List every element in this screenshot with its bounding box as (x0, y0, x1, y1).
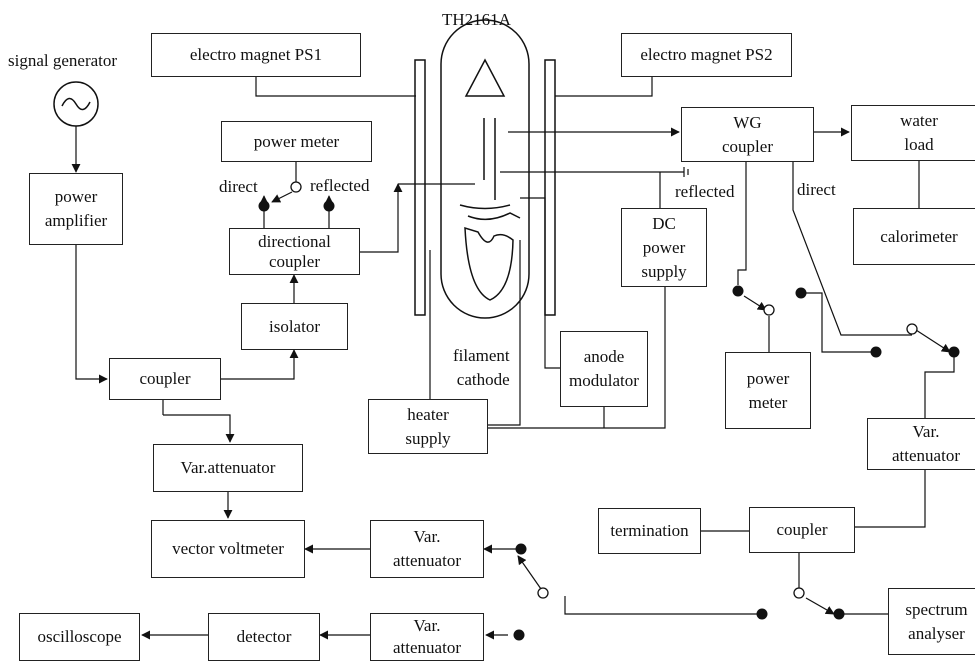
filament-cathode-label: filament cathode (453, 346, 510, 389)
var-attenuator-top-box: Var.attenuator (153, 444, 303, 492)
oscilloscope-box: oscilloscope (19, 613, 140, 661)
anode-modulator-box: anode modulator (560, 331, 648, 407)
terminal-spectrum (833, 608, 845, 620)
terminal-reflected-left (323, 200, 335, 212)
power-meter-right-box: power meter (725, 352, 811, 429)
calorimeter-box: calorimeter (853, 208, 975, 265)
switch-pivot-mid (537, 587, 549, 599)
wires (71, 77, 955, 640)
heater-supply-box: heater supply (368, 399, 488, 454)
terminal-wg-reflected (732, 285, 744, 297)
electro-magnet-ps1-box: electro magnet PS1 (151, 33, 361, 77)
terminal-var-mid (515, 543, 527, 555)
reflected-right-label: reflected (675, 182, 735, 201)
diagram-title: TH2161A (442, 10, 511, 29)
vector-voltmeter-box: vector voltmeter (151, 520, 305, 578)
spectrum-analyser-box: spectrum analyser (888, 588, 975, 655)
signal-source-icon (53, 81, 99, 127)
var-attenuator-right-box: Var. attenuator (867, 418, 975, 470)
terminal-right-a (870, 346, 882, 358)
terminal-wg-direct (795, 287, 807, 299)
directional-coupler-box: directional coupler (229, 228, 360, 275)
switch-pivots (290, 181, 918, 599)
dc-power-supply-box: DC power supply (621, 208, 707, 287)
magnet-pole-right (544, 59, 556, 316)
detector-box: detector (208, 613, 320, 661)
signal-generator-label: signal generator (8, 51, 118, 70)
tube-th2161a (414, 19, 556, 319)
termination-box: termination (598, 508, 701, 554)
reflected-left-label: reflected (310, 176, 370, 195)
switch-pivot-right (906, 323, 918, 335)
coupler-right-box: coupler (749, 507, 855, 553)
wg-coupler-box: WG coupler (681, 107, 814, 162)
water-load-box: water load (851, 105, 975, 161)
collector-triangle (464, 58, 506, 97)
switch-pivot-wg (763, 304, 775, 316)
terminal-spectrum-link (756, 608, 768, 620)
switch-pivot-coupler (793, 587, 805, 599)
direct-right-label: direct (797, 180, 836, 199)
cathode (464, 226, 514, 301)
terminal-var-bottom (513, 629, 525, 641)
power-meter-left-box: power meter (221, 121, 372, 162)
terminals (258, 200, 960, 641)
coupler-left-box: coupler (109, 358, 221, 400)
electro-magnet-ps2-box: electro magnet PS2 (621, 33, 792, 77)
isolator-box: isolator (241, 303, 348, 350)
direct-left-label: direct (219, 177, 258, 196)
tube-envelope (440, 19, 530, 319)
terminal-direct-left (258, 200, 270, 212)
var-attenuator-bottom-box: Var. attenuator (370, 613, 484, 661)
switch-pivot-left (290, 181, 302, 193)
magnet-pole-left (414, 59, 426, 316)
terminal-right-b (948, 346, 960, 358)
var-attenuator-mid-box: Var. attenuator (370, 520, 484, 578)
power-amplifier-box: power amplifier (29, 173, 123, 245)
